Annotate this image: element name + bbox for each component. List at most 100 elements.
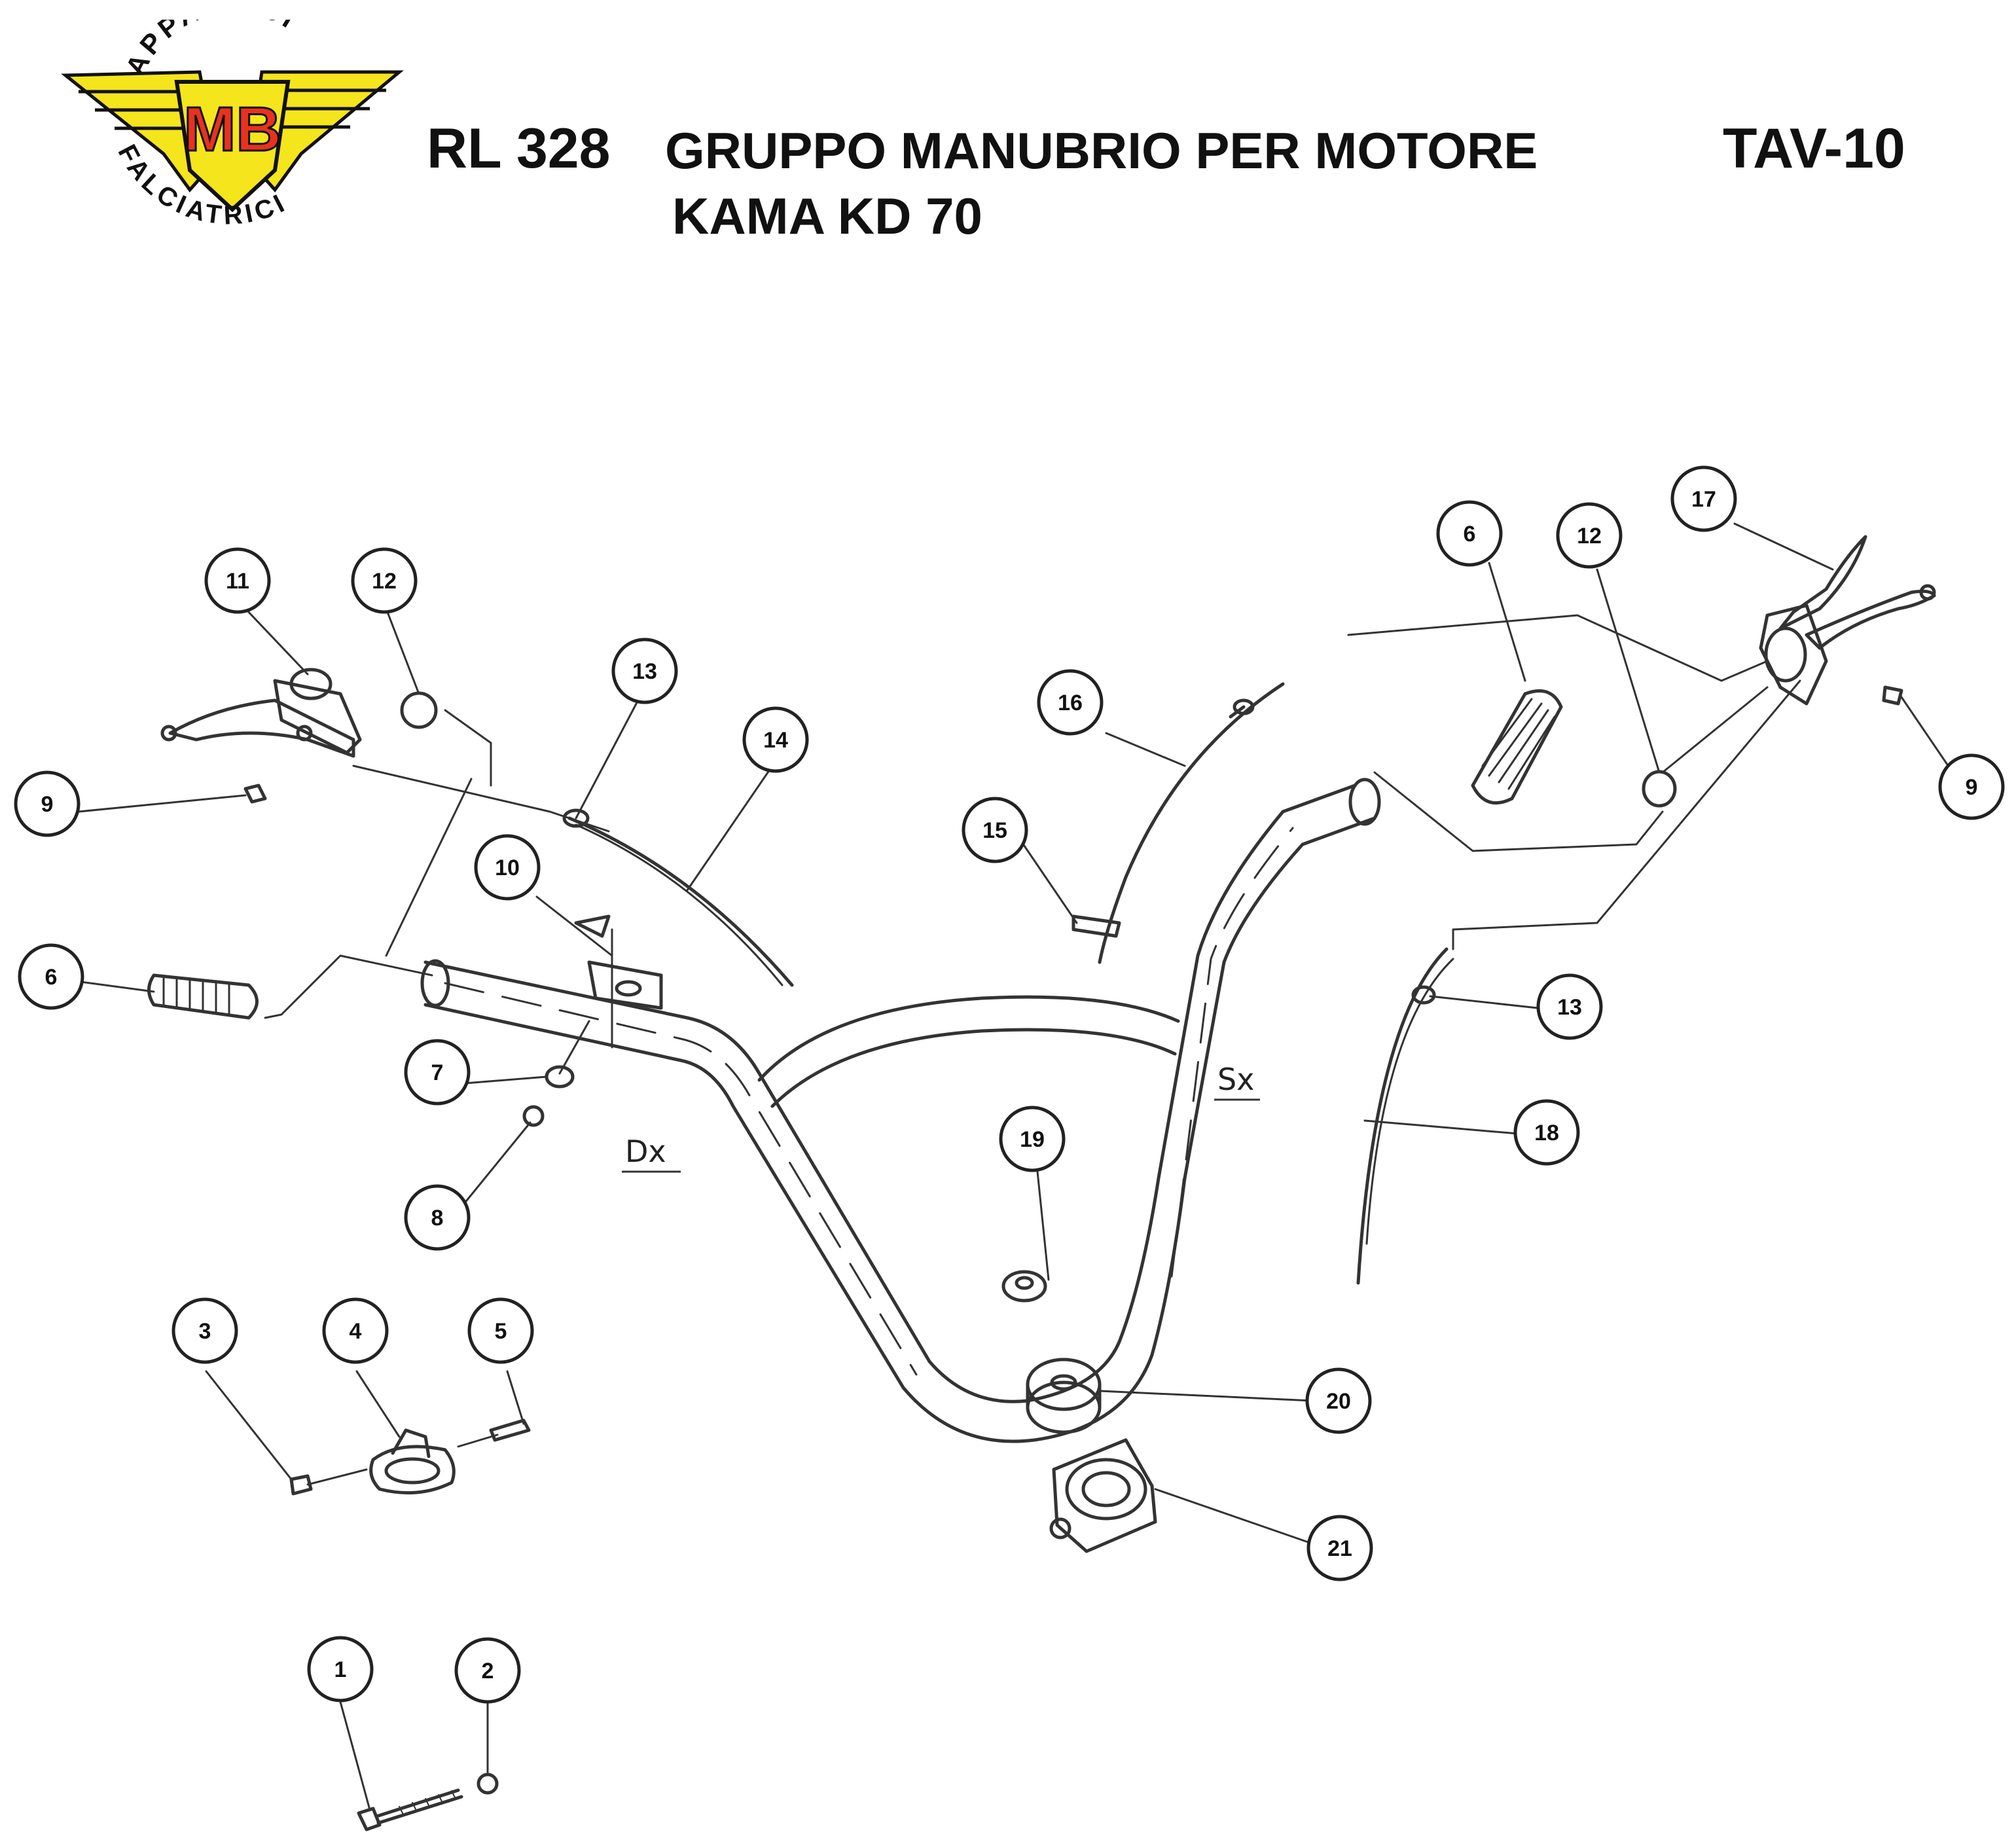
callout-c3: 3	[171, 1297, 238, 1364]
callout-number: 5	[495, 1319, 507, 1344]
callout-circle	[351, 547, 418, 614]
cable-adjuster-left	[1411, 985, 1436, 1005]
drawing-title-line1: GRUPPO MANUBRIO PER MOTORE	[665, 122, 1538, 179]
table-number: TAV-10	[1723, 117, 1905, 180]
mb-logo: ZAPPATRICI MB FALCIATRICI	[61, 20, 404, 230]
cable-clip	[574, 914, 663, 1010]
callout-c5: 5	[467, 1297, 534, 1364]
callout-circle	[18, 943, 84, 1010]
callout-number: 6	[45, 965, 58, 990]
grip-right	[147, 973, 259, 1020]
callout-circle	[611, 638, 678, 704]
callout-c7: 7	[404, 1039, 471, 1106]
callout-number: 6	[1464, 522, 1476, 547]
grip-left	[1471, 689, 1563, 805]
drawing-code: RL 328	[427, 117, 611, 180]
callout-c19: 19	[999, 1106, 1066, 1172]
side-label-left: Sx	[1217, 1062, 1254, 1097]
side-label-right: Dx	[625, 1134, 666, 1169]
callout-c15: 15	[962, 797, 1028, 863]
callout-circle	[999, 1106, 1066, 1172]
bushing-19	[1001, 1270, 1047, 1303]
callout-number: 2	[482, 1659, 494, 1684]
callout-number: 16	[1058, 691, 1083, 715]
callout-circle	[1536, 973, 1603, 1040]
callout-number: 9	[1966, 775, 1978, 800]
throttle-cable-left	[1356, 947, 1449, 1285]
callout-c9a: 9	[14, 770, 81, 837]
callout-circle	[204, 547, 271, 614]
callout-c14: 14	[742, 706, 809, 773]
callout-circle	[1513, 1099, 1580, 1166]
callout-number: 17	[1691, 487, 1716, 512]
callout-circle	[322, 1297, 389, 1364]
callout-circle	[171, 1297, 238, 1364]
callout-c10: 10	[474, 834, 541, 901]
callout-c18: 18	[1513, 1099, 1580, 1166]
callout-number: 21	[1327, 1536, 1352, 1561]
callout-number: 10	[495, 856, 520, 880]
callout-circle	[1037, 669, 1104, 736]
logo-shield	[174, 80, 291, 213]
stop-cable	[1098, 682, 1285, 964]
callout-number: 15	[982, 818, 1007, 843]
explode-lines-right	[264, 709, 613, 1075]
washer-8	[522, 1105, 545, 1127]
callout-c13a: 13	[611, 638, 678, 704]
callout-circle	[1670, 465, 1737, 532]
callout-circle	[474, 834, 541, 901]
callout-number: 9	[41, 792, 54, 817]
callout-number: 11	[226, 569, 249, 594]
clamp-4	[369, 1428, 456, 1495]
callout-circle	[454, 1637, 521, 1704]
callout-c21: 21	[1306, 1515, 1373, 1581]
callout-number: 12	[1577, 524, 1602, 549]
callout-c12a: 12	[351, 547, 418, 614]
callout-circle	[1556, 502, 1623, 569]
nut-3	[289, 1474, 313, 1496]
callout-c9b: 9	[1938, 753, 2005, 820]
callout-number: 1	[334, 1657, 347, 1682]
logo-monogram: MB	[183, 94, 281, 164]
throttle-cable-right	[567, 816, 794, 987]
screw-right	[243, 784, 267, 804]
callout-c12b: 12	[1556, 502, 1623, 569]
callout-c11: 11	[204, 547, 271, 614]
callout-circle	[742, 706, 809, 773]
cable-terminal-15	[1071, 914, 1121, 938]
callout-number: 8	[431, 1206, 444, 1231]
callout-number: 18	[1534, 1121, 1559, 1145]
callout-circle	[404, 1184, 471, 1251]
callout-c1: 1	[307, 1636, 374, 1703]
callout-circle	[1305, 1367, 1372, 1434]
callout-c6b: 6	[1436, 500, 1503, 567]
callout-number: 12	[372, 569, 397, 594]
callout-circle	[962, 797, 1028, 863]
callout-c20: 20	[1305, 1367, 1372, 1434]
callout-circle	[1436, 500, 1503, 567]
bushing-right	[400, 691, 438, 729]
callout-number: 19	[1020, 1127, 1045, 1152]
callout-circle	[307, 1636, 374, 1703]
callout-number: 20	[1326, 1389, 1351, 1414]
callout-circle	[1306, 1515, 1373, 1581]
callout-c16: 16	[1037, 669, 1104, 736]
washer-2	[477, 1773, 499, 1795]
callout-number: 14	[763, 728, 788, 753]
explode-lines-left	[1347, 614, 1801, 950]
serrated-washer-20	[1026, 1358, 1102, 1434]
callout-c13b: 13	[1536, 973, 1603, 1040]
callout-number: 4	[350, 1319, 362, 1344]
clamp-bracket-21	[1049, 1438, 1157, 1553]
clutch-lever-left	[1759, 535, 1936, 706]
callout-number: 7	[431, 1060, 444, 1085]
callout-circle	[14, 770, 81, 837]
drawing-title-line2: KAMA KD 70	[672, 187, 982, 245]
callout-c2: 2	[454, 1637, 521, 1704]
callout-c8: 8	[404, 1184, 471, 1251]
callout-circle	[467, 1297, 534, 1364]
callout-c17: 17	[1670, 465, 1737, 532]
clutch-lever-right	[160, 668, 362, 758]
